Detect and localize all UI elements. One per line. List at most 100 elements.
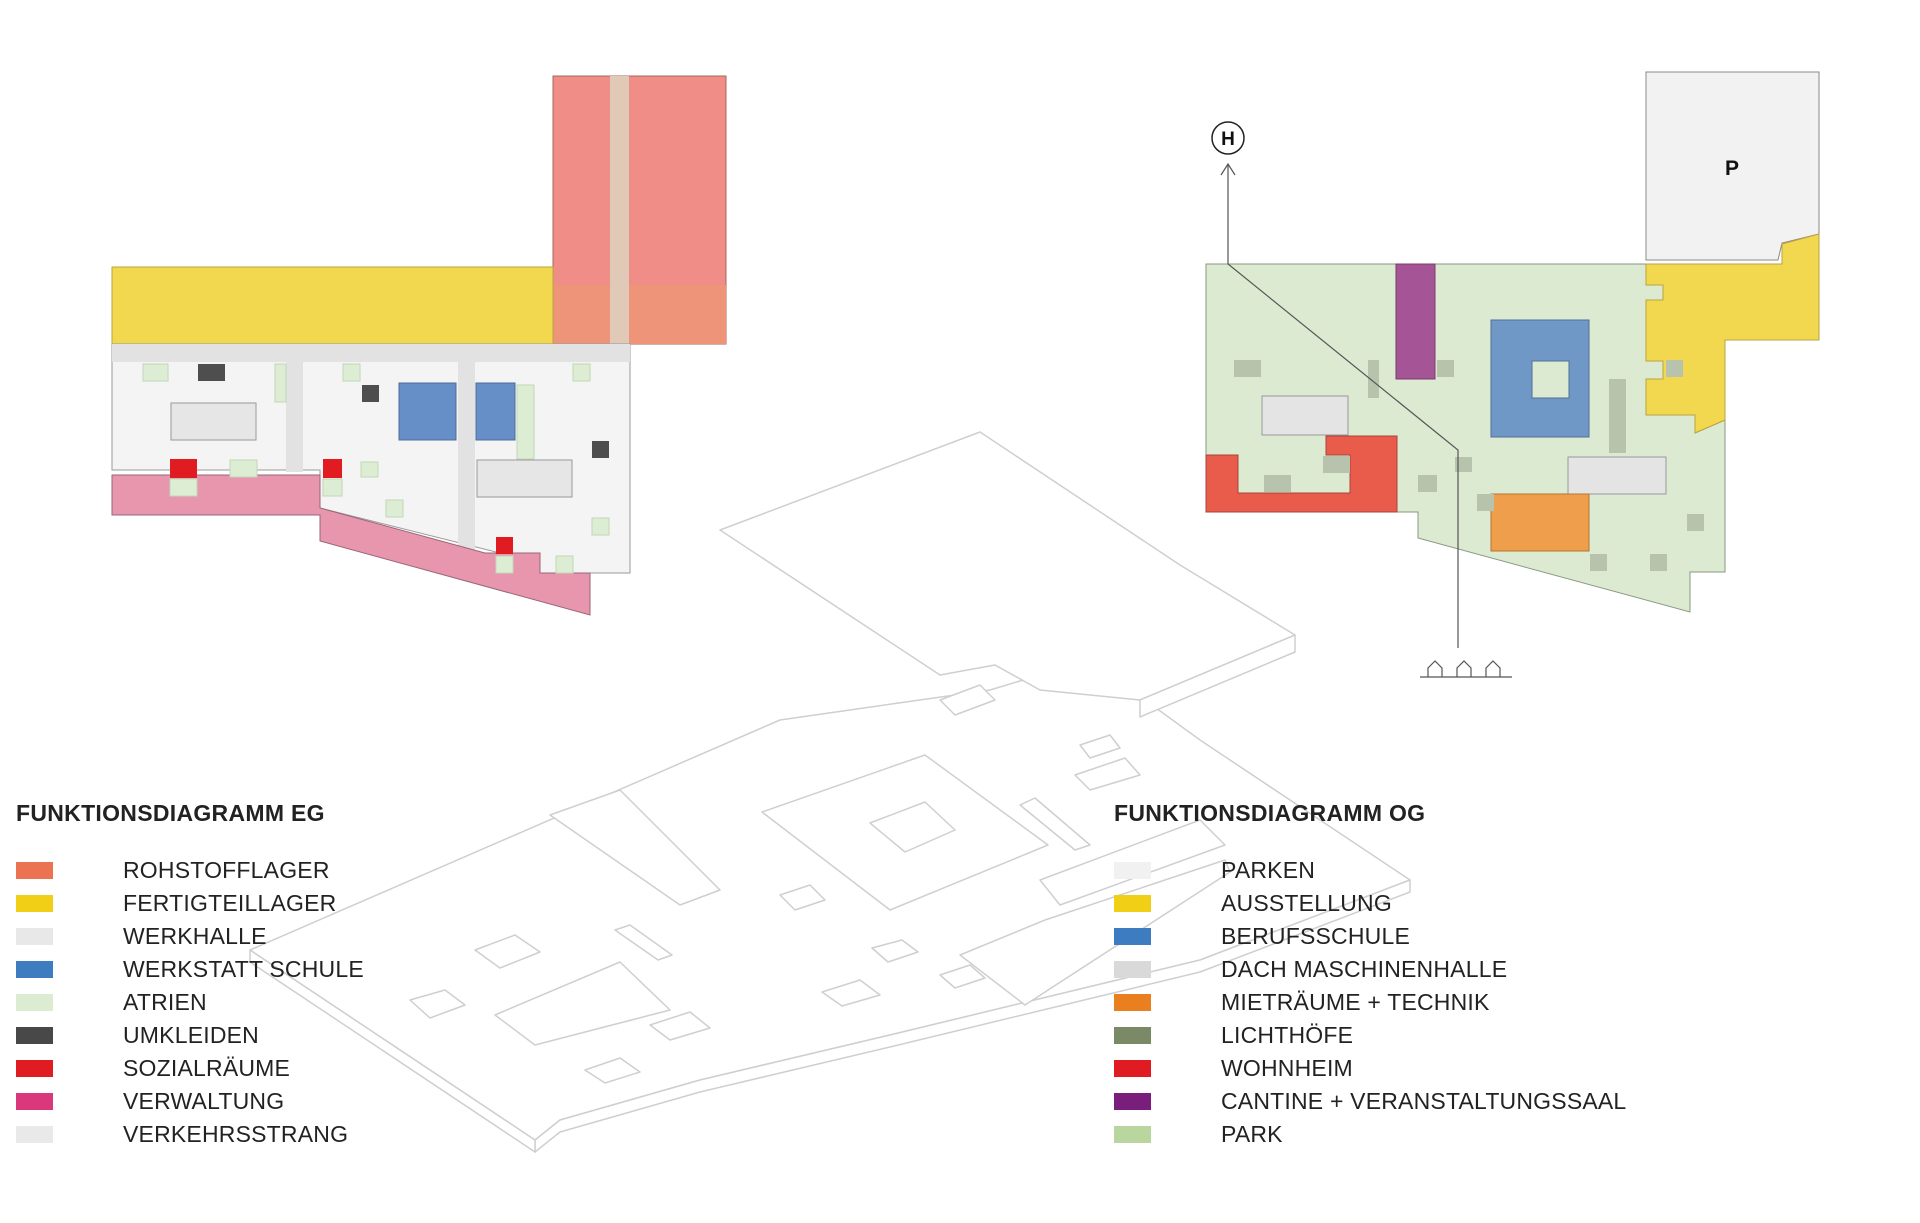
legend-label: VERKEHRSSTRANG	[123, 1121, 349, 1147]
og-cantine	[1395, 263, 1436, 380]
iso-main-slab-side	[249, 949, 536, 1153]
iso-box-8	[939, 964, 986, 989]
legend-label: WERKSTATT SCHULE	[123, 956, 364, 982]
iso-notch-2	[1079, 734, 1121, 759]
legend-eg: FUNKTIONSDIAGRAMM EG ROHSTOFFLAGER FERTI…	[16, 800, 364, 1151]
iso-bar-a	[549, 789, 721, 906]
legend-swatch	[1114, 994, 1151, 1011]
legend-label: CANTINE + VERANSTALTUNGSSAAL	[1221, 1088, 1627, 1114]
h-marker-circle	[1211, 121, 1245, 155]
iso-notch-1	[939, 684, 996, 716]
eg-sozial-3	[496, 537, 513, 554]
legend-swatch	[1114, 1027, 1151, 1044]
legend-swatch	[16, 1126, 53, 1143]
legend-swatch	[1114, 895, 1151, 912]
og-dach-2	[1567, 456, 1667, 495]
og-ausstellung	[1645, 233, 1820, 434]
isometric-model	[249, 431, 1411, 1153]
legend-swatch	[16, 895, 53, 912]
legend-og-title: FUNKTIONSDIAGRAMM OG	[1114, 800, 1426, 826]
og-mietraeume	[1490, 493, 1590, 552]
h-marker-label: H	[1221, 129, 1235, 150]
eg-umkleide-2	[362, 385, 379, 402]
iso-bar-c	[959, 859, 1231, 1006]
legend-swatch	[1114, 1093, 1151, 1110]
legend-swatch	[16, 961, 53, 978]
houses-icon	[1420, 660, 1512, 678]
og-parken-label: P	[1725, 157, 1739, 180]
iso-notch-3	[1074, 757, 1141, 791]
iso-main-slab-front	[534, 879, 1411, 1153]
iso-strip-1	[614, 924, 673, 961]
legend-swatch	[16, 1060, 53, 1077]
legend-item: BERUFSSCHULE	[1114, 920, 1626, 953]
plan-eg	[111, 75, 727, 616]
legend-label: PARK	[1221, 1121, 1283, 1147]
eg-umkleide-1	[198, 364, 225, 381]
legend-item: MIETRÄUME + TECHNIK	[1114, 986, 1626, 1019]
legend-item: ATRIEN	[16, 986, 364, 1019]
legend-item: DACH MASCHINENHALLE	[1114, 953, 1626, 986]
legend-label: WOHNHEIM	[1221, 1055, 1353, 1081]
iso-central-courtyard	[869, 801, 956, 853]
legend-item: CANTINE + VERANSTALTUNGSSAAL	[1114, 1085, 1626, 1118]
eg-volume-1	[170, 402, 257, 441]
legend-item: ROHSTOFFLAGER	[16, 854, 364, 887]
iso-box-7	[821, 979, 881, 1007]
legend-label: MIETRÄUME + TECHNIK	[1221, 989, 1490, 1015]
legend-label: BERUFSSCHULE	[1221, 923, 1410, 949]
eg-traffic-row	[112, 344, 630, 362]
legend-eg-list: ROHSTOFFLAGER FERTIGTEILLAGER WERKHALLE …	[16, 854, 364, 1151]
og-berufsschule-court	[1531, 360, 1570, 399]
legend-item: SOZIALRÄUME	[16, 1052, 364, 1085]
eg-volume-2	[476, 459, 573, 498]
iso-box-4	[584, 1057, 641, 1084]
legend-label: DACH MASCHINENHALLE	[1221, 956, 1508, 982]
legend-label: AUSSTELLUNG	[1221, 890, 1392, 916]
iso-strip-2	[1019, 797, 1091, 851]
legend-label: SOZIALRÄUME	[123, 1055, 291, 1081]
legend-label: PARKEN	[1221, 857, 1316, 883]
legend-swatch	[16, 862, 53, 879]
legend-item: WOHNHEIM	[1114, 1052, 1626, 1085]
legend-item: PARK	[1114, 1118, 1626, 1151]
og-wohnheim	[1205, 435, 1398, 513]
legend-item: WERKSTATT SCHULE	[16, 953, 364, 986]
legend-swatch	[1114, 928, 1151, 945]
iso-box-2	[409, 989, 466, 1019]
legend-label: WERKHALLE	[123, 923, 267, 949]
eg-atrien	[142, 363, 610, 574]
legend-item: WERKHALLE	[16, 920, 364, 953]
legend-label: ROHSTOFFLAGER	[123, 857, 330, 883]
iso-box-6	[871, 939, 919, 963]
legend-label: VERWALTUNG	[123, 1088, 285, 1114]
og-lichthoefe	[1234, 360, 1704, 571]
eg-traffic-col-1	[286, 362, 303, 472]
legend-swatch	[16, 994, 53, 1011]
eg-werkstatt-2	[475, 382, 516, 441]
legend-swatch	[16, 928, 53, 945]
eg-sozial-2	[323, 459, 342, 478]
legend-swatch	[1114, 1126, 1151, 1143]
legend-swatch	[16, 1093, 53, 1110]
eg-umkleide-3	[592, 441, 609, 458]
eg-traffic-col-2	[458, 362, 475, 554]
legend-label: LICHTHÖFE	[1221, 1022, 1354, 1048]
eg-sozial-1	[170, 459, 197, 478]
legend-item: VERKEHRSSTRANG	[16, 1118, 364, 1151]
legend-item: PARKEN	[1114, 854, 1626, 887]
legend-og: FUNKTIONSDIAGRAMM OG PARKEN AUSSTELLUNG …	[1114, 800, 1626, 1151]
legend-swatch	[1114, 862, 1151, 879]
legend-item: FERTIGTEILLAGER	[16, 887, 364, 920]
og-section-line	[1220, 162, 1459, 648]
legend-item: AUSSTELLUNG	[1114, 887, 1626, 920]
legend-item: LICHTHÖFE	[1114, 1019, 1626, 1052]
legend-swatch	[1114, 1060, 1151, 1077]
legend-label: FERTIGTEILLAGER	[123, 890, 337, 916]
plan-og: P	[1205, 71, 1820, 678]
eg-rohstofflager-lower	[553, 285, 726, 344]
legend-swatch	[16, 1027, 53, 1044]
legend-label: ATRIEN	[123, 989, 207, 1015]
iso-upper-block-front	[1139, 634, 1296, 718]
